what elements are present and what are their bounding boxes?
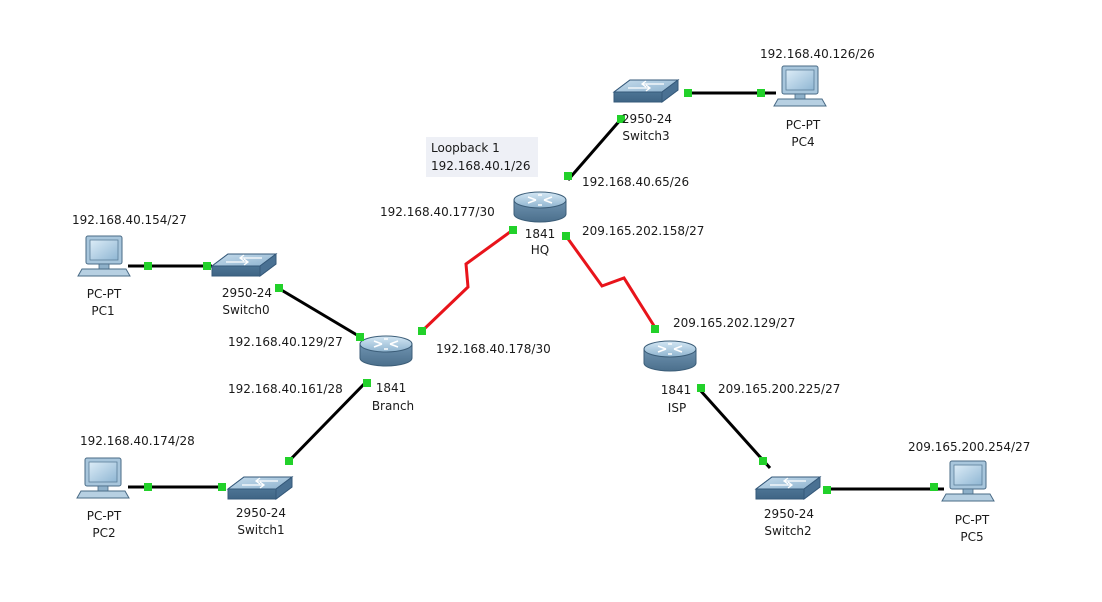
pc-pc4[interactable] bbox=[773, 65, 827, 107]
loopback-label-bg bbox=[426, 137, 538, 177]
pc4-name-label: PC4 bbox=[791, 135, 814, 149]
port-indicator bbox=[285, 457, 293, 465]
port-indicator bbox=[564, 172, 572, 180]
port-indicator bbox=[418, 327, 426, 335]
port-indicator bbox=[651, 325, 659, 333]
loopback-ip: 192.168.40.1/26 bbox=[431, 159, 530, 173]
branch-model-label: 1841 bbox=[376, 381, 407, 395]
pc4-model-label: PC-PT bbox=[786, 118, 821, 132]
switch1-name-label: Switch1 bbox=[237, 523, 284, 537]
port-indicator bbox=[275, 284, 283, 292]
pc-pc5[interactable] bbox=[941, 460, 995, 502]
hq-model-label: 1841 bbox=[525, 227, 556, 241]
port-indicator bbox=[759, 457, 767, 465]
link-branch-hq-serial bbox=[418, 230, 511, 335]
router-hq[interactable] bbox=[513, 191, 567, 223]
port-indicator bbox=[823, 486, 831, 494]
ip-pc4: 192.168.40.126/26 bbox=[760, 47, 875, 61]
switch0-model-label: 2950-24 bbox=[222, 286, 272, 300]
port-indicator bbox=[617, 115, 625, 123]
ip-pc2: 192.168.40.174/28 bbox=[80, 434, 195, 448]
link-switch1-branch bbox=[286, 378, 370, 464]
ip-hq-branch: 192.168.40.177/30 bbox=[380, 205, 495, 219]
port-indicator bbox=[757, 89, 765, 97]
link-switch0-branch bbox=[277, 286, 363, 340]
pc5-name-label: PC5 bbox=[960, 530, 983, 544]
link-hq-isp-serial bbox=[564, 235, 658, 330]
port-indicator bbox=[356, 333, 364, 341]
ip-hq-isp: 209.165.202.158/27 bbox=[582, 224, 704, 238]
switch2-model-label: 2950-24 bbox=[764, 507, 814, 521]
port-indicator bbox=[697, 384, 705, 392]
pc2-name-label: PC2 bbox=[92, 526, 115, 540]
switch2-name-label: Switch2 bbox=[764, 524, 811, 538]
pc1-model-label: PC-PT bbox=[87, 287, 122, 301]
port-indicator bbox=[684, 89, 692, 97]
ip-hq-switch3: 192.168.40.65/26 bbox=[582, 175, 689, 189]
switch-switch1[interactable] bbox=[227, 476, 293, 500]
switch-switch3[interactable] bbox=[613, 79, 679, 103]
ip-branch-switch0: 192.168.40.129/27 bbox=[228, 335, 343, 349]
port-indicator bbox=[203, 262, 211, 270]
router-isp[interactable] bbox=[643, 340, 697, 372]
pc2-model-label: PC-PT bbox=[87, 509, 122, 523]
port-indicators bbox=[144, 89, 938, 494]
switch1-model-label: 2950-24 bbox=[236, 506, 286, 520]
port-indicator bbox=[144, 262, 152, 270]
switch-switch0[interactable] bbox=[211, 253, 277, 277]
switch3-model-label: 2950-24 bbox=[622, 112, 672, 126]
port-indicator bbox=[562, 232, 570, 240]
hq-name-label: HQ bbox=[531, 243, 549, 257]
pc-pc1[interactable] bbox=[77, 235, 131, 277]
ip-branch-hq: 192.168.40.178/30 bbox=[436, 342, 551, 356]
pc5-model-label: PC-PT bbox=[955, 513, 990, 527]
isp-name-label: ISP bbox=[668, 401, 686, 415]
ip-pc1: 192.168.40.154/27 bbox=[72, 213, 187, 227]
ip-pc5: 209.165.200.254/27 bbox=[908, 440, 1030, 454]
ip-isp-hq: 209.165.202.129/27 bbox=[673, 316, 795, 330]
router-branch[interactable] bbox=[359, 335, 413, 367]
switch3-name-label: Switch3 bbox=[622, 129, 669, 143]
port-indicator bbox=[218, 483, 226, 491]
link-isp-switch2 bbox=[698, 388, 772, 470]
pc-pc2[interactable] bbox=[76, 457, 130, 499]
loopback-title: Loopback 1 bbox=[431, 141, 500, 155]
port-indicator bbox=[509, 226, 517, 234]
ip-branch-switch1: 192.168.40.161/28 bbox=[228, 382, 343, 396]
device-labels: 1841 HQ 1841 Branch 1841 ISP 2950-24 Swi… bbox=[87, 112, 990, 544]
ip-isp-switch2: 209.165.200.225/27 bbox=[718, 382, 840, 396]
port-indicator bbox=[930, 483, 938, 491]
ip-labels: Loopback 1 192.168.40.1/26 192.168.40.17… bbox=[72, 47, 1030, 454]
isp-model-label: 1841 bbox=[661, 383, 692, 397]
port-indicator bbox=[144, 483, 152, 491]
switch0-name-label: Switch0 bbox=[222, 303, 269, 317]
switch-switch2[interactable] bbox=[755, 476, 821, 500]
branch-name-label: Branch bbox=[372, 399, 414, 413]
pc1-name-label: PC1 bbox=[91, 304, 114, 318]
port-indicator bbox=[363, 379, 371, 387]
link-hq-switch3 bbox=[566, 117, 624, 181]
